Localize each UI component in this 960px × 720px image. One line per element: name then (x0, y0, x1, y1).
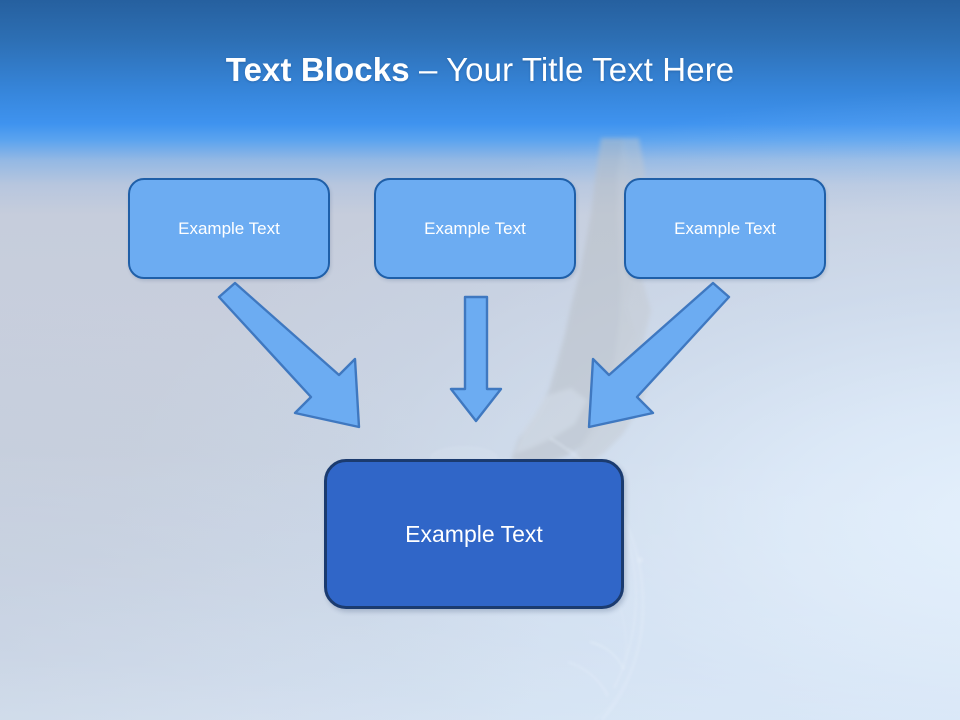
text-block-summary[interactable]: Example Text (324, 459, 624, 609)
page-title-strong: Text Blocks (225, 51, 419, 88)
arrow-down-left-icon (585, 281, 733, 431)
arrow-down-right-icon (215, 281, 375, 431)
text-block-3-label: Example Text (674, 218, 776, 238)
text-block-summary-label: Example Text (405, 520, 543, 547)
page-title: Text Blocks – Your Title Text Here (0, 48, 960, 92)
page-title-rest: Your Title Text Here (446, 51, 735, 88)
text-block-1-label: Example Text (178, 218, 280, 238)
page-title-separator: – (418, 51, 447, 88)
text-block-1[interactable]: Example Text (128, 178, 330, 279)
text-block-2-label: Example Text (424, 218, 526, 238)
text-block-3[interactable]: Example Text (624, 178, 826, 279)
text-block-2[interactable]: Example Text (374, 178, 576, 279)
arrow-down-icon (448, 293, 504, 425)
